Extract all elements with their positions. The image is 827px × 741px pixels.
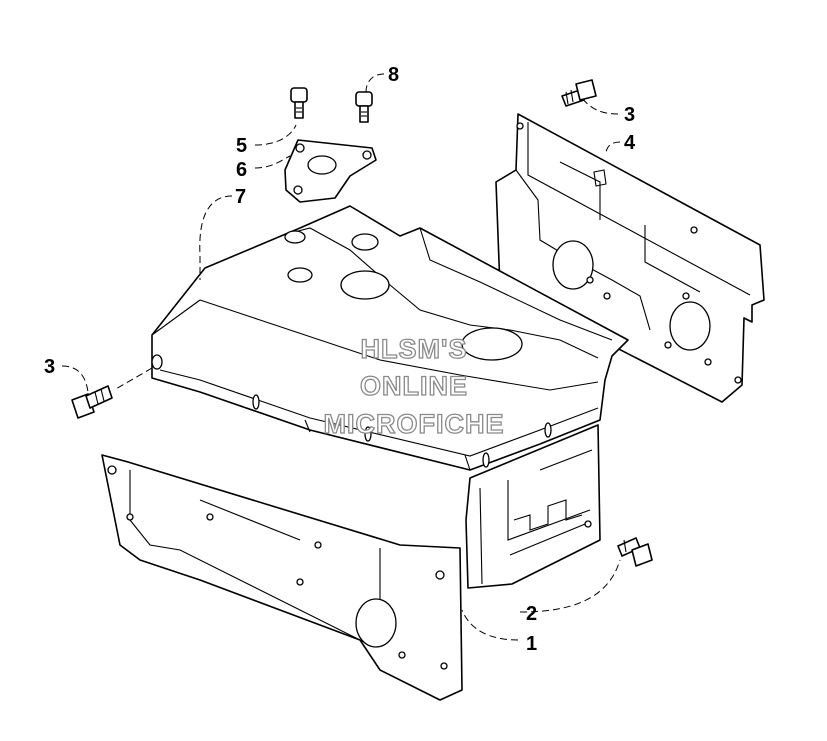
watermark-line-1: HLSM'S — [361, 334, 468, 364]
small-mounting-plate — [284, 139, 377, 203]
bolt-rear-plate — [561, 79, 597, 107]
lower-support-bracket — [101, 454, 463, 701]
callout-4: 4 — [624, 132, 636, 154]
callout-2: 2 — [526, 603, 537, 625]
rear-mounting-plate — [495, 113, 765, 403]
watermark-line-2: ONLINE — [360, 371, 468, 401]
watermark: HLSM'S ONLINE MICROFICHE — [323, 333, 505, 439]
bolt-bracket — [617, 537, 653, 567]
vertical-mount-bracket — [465, 424, 601, 589]
watermark-line-3: MICROFICHE — [324, 409, 505, 439]
callout-5: 5 — [236, 135, 247, 157]
main-shroud-cover — [151, 205, 629, 471]
leader-lines — [61, 73, 621, 641]
callout-7: 7 — [235, 186, 246, 208]
callout-8: 8 — [388, 64, 399, 86]
bolt-part-8 — [355, 91, 373, 123]
callout-3-right: 3 — [624, 104, 635, 126]
callout-1: 1 — [526, 633, 537, 655]
callout-3-left: 3 — [44, 356, 55, 378]
bolt-shroud-left — [71, 385, 113, 419]
bolt-part-5 — [290, 87, 308, 119]
callout-6: 6 — [236, 159, 247, 181]
callouts: 8 5 6 7 3 4 3 2 1 — [44, 64, 636, 655]
